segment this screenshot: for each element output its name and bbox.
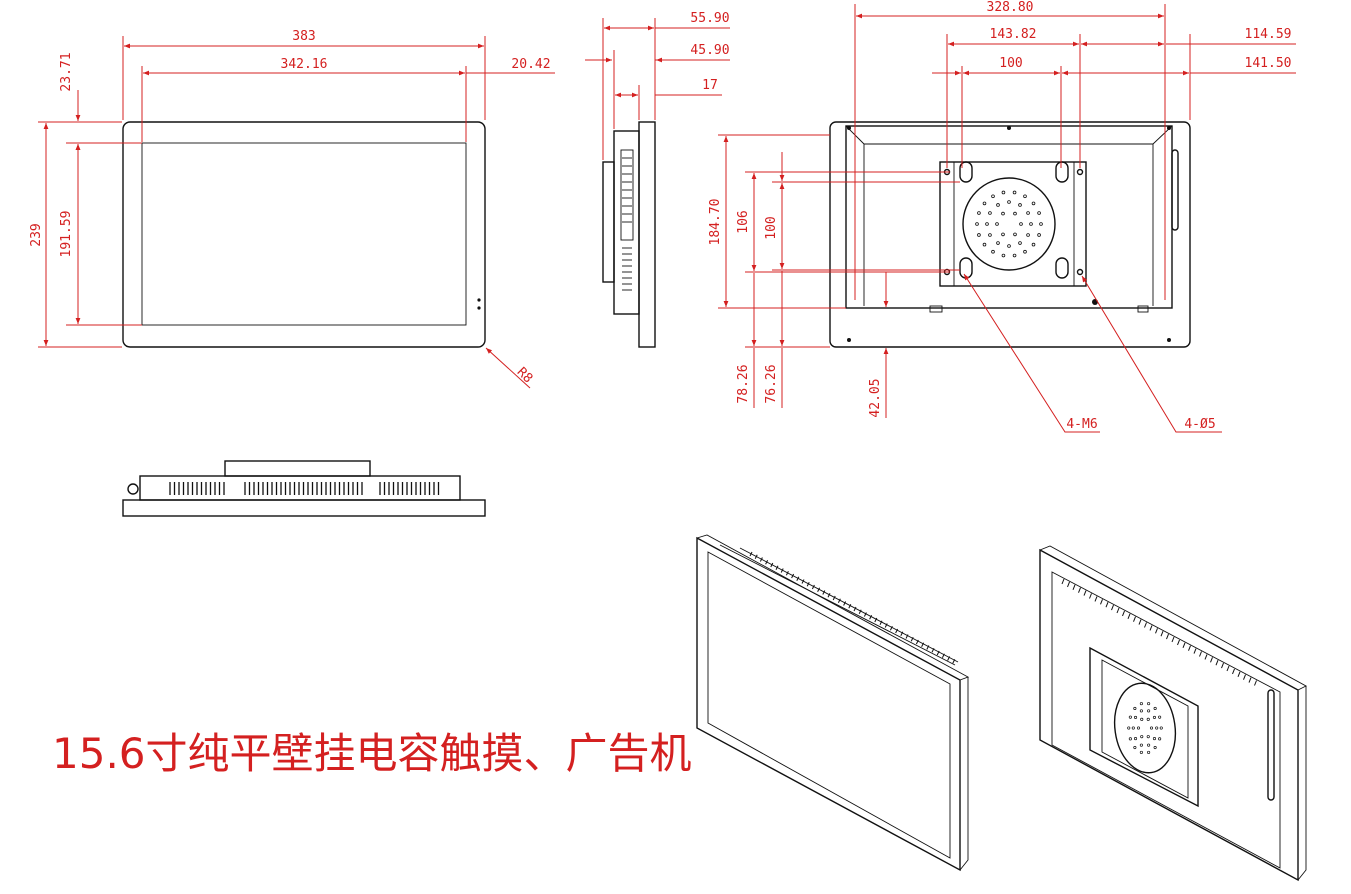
perspective-back-vent-slots: [1061, 578, 1257, 686]
dim-height-screen: 191.59: [59, 211, 74, 258]
perspective-top-vent-slots: [749, 551, 956, 664]
vesa-plate-inner: [953, 161, 1075, 287]
dim-depth-bezel: 17: [702, 78, 718, 93]
dim-height-106: 106: [736, 210, 751, 233]
dim-offset-114: 114.59: [1245, 27, 1292, 42]
dim-height-100: 100: [764, 216, 779, 239]
dim-top-margin: 23.71: [59, 52, 74, 91]
bottom-vent-slots: [169, 482, 440, 495]
dim-vesa-inner: 100: [999, 56, 1022, 71]
perspective-vent-dots: [1127, 702, 1163, 754]
perspective-front-view: [696, 534, 970, 872]
port-connector: [1137, 305, 1149, 313]
bottom-bracket: [224, 460, 371, 477]
perspective-back-panel: [1051, 571, 1281, 869]
bottom-bezel: [122, 499, 486, 517]
label-screws: 4-M6: [1066, 417, 1097, 432]
front-bezel-outline: [122, 121, 486, 348]
side-bracket: [602, 161, 615, 283]
side-view: 55.90 45.90 17: [585, 11, 730, 348]
side-vent-slots: [622, 157, 632, 291]
back-panel: [845, 125, 1173, 309]
drawing-title: 15.6寸纯平壁挂电容触摸、广告机: [52, 729, 692, 778]
dim-width-screen: 342.16: [281, 57, 328, 72]
vent-dot-pattern: [975, 190, 1043, 258]
side-bezel: [638, 121, 656, 348]
dim-height-184: 184.70: [708, 199, 723, 246]
dim-vesa-outer: 143.82: [990, 27, 1037, 42]
dim-bottom-78: 78.26: [736, 364, 751, 403]
front-indicator-dot: [477, 298, 481, 302]
dim-depth-body: 45.90: [690, 43, 729, 58]
port-connector: [929, 305, 943, 313]
dim-side-margin: 20.42: [511, 57, 550, 72]
perspective-back-frame: [1039, 548, 1299, 882]
bottom-view: [122, 460, 486, 517]
dim-bottom-76: 76.26: [764, 364, 779, 403]
frame-screws: [847, 126, 1171, 342]
perspective-vesa-plate: [1089, 646, 1199, 808]
dim-width-inner: 328.80: [987, 0, 1034, 15]
dim-width-overall: 383: [292, 29, 315, 44]
perspective-antenna: [1267, 689, 1275, 801]
bottom-antenna-nut: [127, 483, 139, 495]
back-panel-inner: [863, 143, 1154, 306]
front-view: 383 342.16 20.42 23.71 239 191.59 R8: [29, 29, 555, 389]
keyhole-slots: [959, 161, 1069, 279]
front-screen-area: [141, 142, 467, 326]
label-holes: 4-Ø5: [1184, 417, 1215, 432]
vent-circle: [962, 177, 1056, 271]
side-vent: [620, 149, 634, 241]
perspective-vent-circle: [1113, 682, 1177, 774]
perspective-back-view: [1039, 545, 1307, 882]
front-indicator-dot: [477, 306, 481, 310]
dim-height-overall: 239: [29, 223, 44, 246]
dim-bottom-42: 42.05: [868, 378, 883, 417]
perspective-front-bezel: [696, 536, 961, 872]
dim-offset-141: 141.50: [1245, 56, 1292, 71]
antenna: [1171, 149, 1179, 231]
dim-depth-total: 55.90: [690, 11, 729, 26]
back-view: 328.80 143.82 100 114.59 141.50 184.70 1…: [708, 0, 1296, 433]
dim-corner-radius: R8: [514, 365, 536, 387]
back-outer-frame: [829, 121, 1191, 348]
perspective-front-screen: [707, 551, 951, 859]
